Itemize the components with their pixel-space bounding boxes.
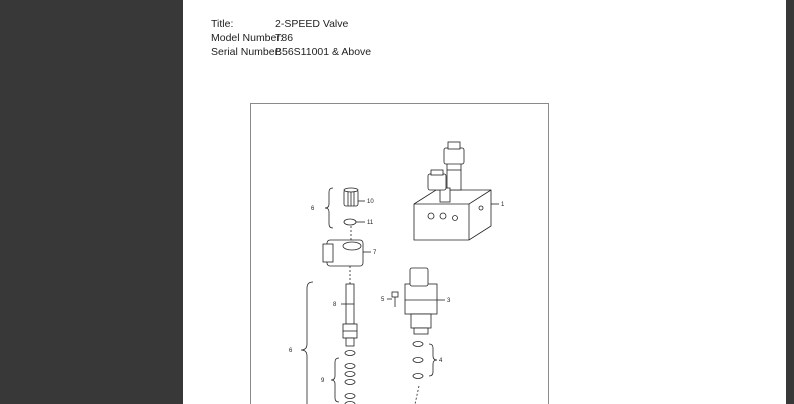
callout-6-lower: 6: [289, 348, 293, 354]
document-page: Title: 2-SPEED Valve Model Number: T86 S…: [183, 0, 786, 404]
valve-block-assembly: [413, 141, 492, 241]
callout-1: 1: [501, 202, 505, 208]
callout-9: 9: [321, 378, 325, 384]
screw: [391, 291, 399, 307]
callout-11: 11: [367, 220, 374, 226]
solenoid-coil: [322, 239, 364, 267]
callout-8: 8: [333, 302, 337, 308]
serial-number-label: Serial Number:: [211, 46, 282, 58]
cartridge-valve: [404, 267, 438, 335]
callout-4: 4: [439, 358, 443, 364]
o-ring-11: [343, 218, 357, 226]
valve-stem: [342, 283, 358, 347]
model-number-label: Model Number:: [211, 32, 283, 44]
o-rings-4: [412, 341, 424, 379]
callout-7: 7: [373, 250, 377, 256]
callout-10: 10: [367, 199, 374, 205]
title-label: Title:: [211, 18, 234, 30]
title-value: 2-SPEED Valve: [275, 18, 349, 30]
exploded-parts-diagram: 1 3 4 5 6 7 8 9 10 11 6: [289, 141, 505, 404]
callout-5: 5: [381, 297, 385, 303]
callout-3: 3: [447, 298, 451, 304]
coil-nut: [343, 187, 359, 207]
callout-6-upper: 6: [311, 206, 315, 212]
model-number-value: T86: [275, 32, 294, 44]
o-ring-stack: [344, 350, 356, 404]
parts-diagram-frame: 1 3 4 5 6 7 8 9 10 11 6: [250, 103, 549, 404]
serial-number-value: B56S11001 & Above: [275, 46, 372, 58]
